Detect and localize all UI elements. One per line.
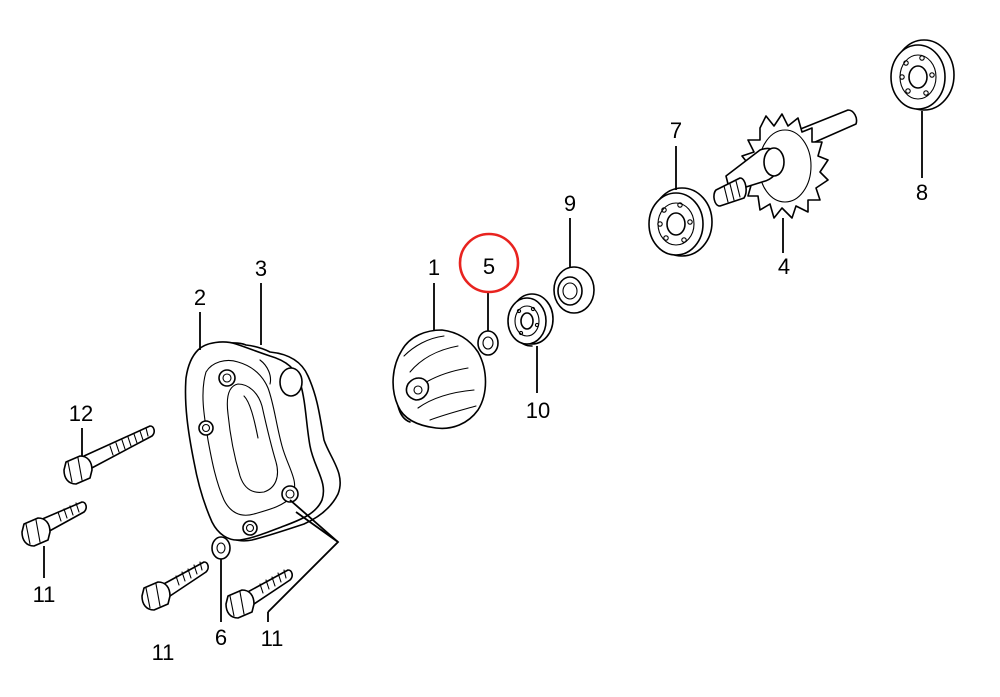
- part-7-bearing[interactable]: [648, 187, 713, 257]
- part-11-bolt-left[interactable]: [21, 501, 87, 547]
- label-10: 10: [526, 398, 550, 423]
- part-number-labels: 1 2 3 4 5 6 7 8 9 10 11 11 11 12: [33, 118, 929, 665]
- part-2-pump-cover[interactable]: [184, 341, 325, 541]
- label-11-left: 11: [33, 582, 56, 607]
- part-4-shaft-gear[interactable]: [713, 109, 858, 219]
- label-12: 12: [69, 401, 93, 426]
- label-3: 3: [255, 256, 267, 281]
- label-1: 1: [428, 255, 440, 280]
- part-10-bearing[interactable]: [507, 293, 554, 347]
- leader-lines: [43, 111, 923, 622]
- label-2: 2: [194, 285, 206, 310]
- part-12-bolt[interactable]: [63, 425, 155, 485]
- part-5-washer[interactable]: [477, 330, 499, 356]
- label-6: 6: [215, 625, 227, 650]
- leader-11-bracket-b: [295, 511, 339, 543]
- highlight-circle: [458, 232, 520, 294]
- part-11-bolt-middle[interactable]: [141, 561, 209, 611]
- part-1-impeller[interactable]: [392, 329, 487, 430]
- part-8-bearing[interactable]: [890, 39, 955, 111]
- label-11-right: 11: [261, 626, 284, 651]
- label-4: 4: [778, 254, 790, 279]
- label-11-middle: 11: [152, 640, 175, 665]
- part-9-oil-seal[interactable]: [553, 266, 595, 314]
- label-5: 5: [483, 254, 495, 279]
- part-6-washer[interactable]: [211, 536, 231, 560]
- part-11-bolt-right[interactable]: [225, 569, 293, 619]
- label-9: 9: [564, 191, 576, 216]
- label-8: 8: [916, 180, 928, 205]
- label-7: 7: [670, 118, 682, 143]
